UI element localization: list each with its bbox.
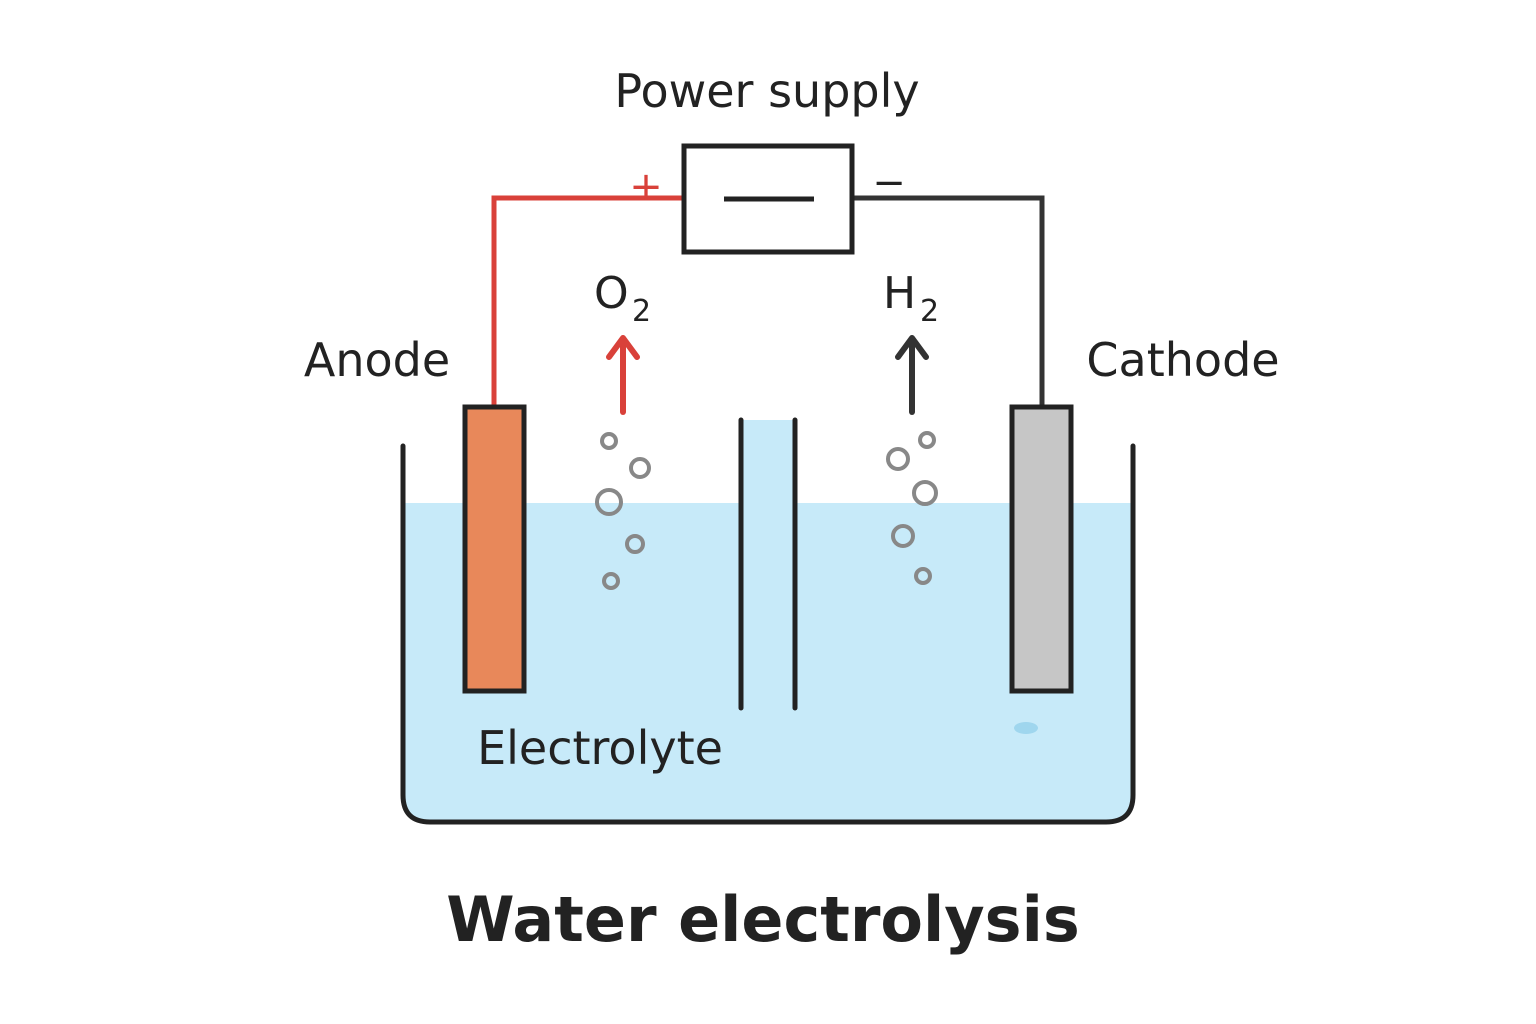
gas-bubble-icon — [629, 457, 651, 479]
gas-bubble-icon — [595, 488, 623, 516]
container-vessel — [400, 443, 1136, 825]
hydrogen-arrow-up-icon — [895, 335, 929, 415]
anode-plate — [462, 404, 527, 694]
power-supply-label: Power supply — [614, 64, 919, 118]
positive-sign: + — [629, 164, 663, 210]
hydrogen-symbol: H — [883, 268, 916, 319]
gas-bubble-icon — [918, 431, 936, 449]
gas-bubble-icon — [914, 567, 932, 585]
cathode-wire — [853, 195, 1045, 407]
oxygen-subscript: 2 — [632, 294, 651, 329]
water-droplet — [1014, 722, 1038, 734]
oxygen-symbol: O — [594, 268, 629, 319]
oxygen-arrow-up-icon — [606, 335, 640, 415]
gas-bubble-icon — [600, 432, 618, 450]
oxygen-gas-label: O 2 — [594, 268, 651, 329]
hydrogen-subscript: 2 — [920, 294, 939, 329]
hydrogen-gas-label: H 2 — [883, 268, 939, 329]
electrolyte-label: Electrolyte — [477, 721, 723, 775]
gas-bubble-icon — [891, 524, 915, 548]
gas-bubble-icon — [886, 447, 910, 471]
cathode-label: Cathode — [1086, 333, 1279, 387]
gas-bubble-icon — [625, 534, 645, 554]
separator-membrane-fill — [741, 420, 795, 708]
anode-label: Anode — [304, 333, 450, 387]
gas-bubble-icon — [602, 572, 620, 590]
negative-sign: − — [872, 160, 906, 206]
hydrogen-bubbles — [886, 431, 938, 585]
diagram-title: Water electrolysis — [446, 883, 1080, 956]
anode-wire — [491, 195, 684, 407]
oxygen-bubbles — [595, 432, 651, 590]
battery-symbol-icon — [681, 143, 855, 255]
gas-bubble-icon — [912, 480, 938, 506]
cathode-plate — [1009, 404, 1074, 694]
